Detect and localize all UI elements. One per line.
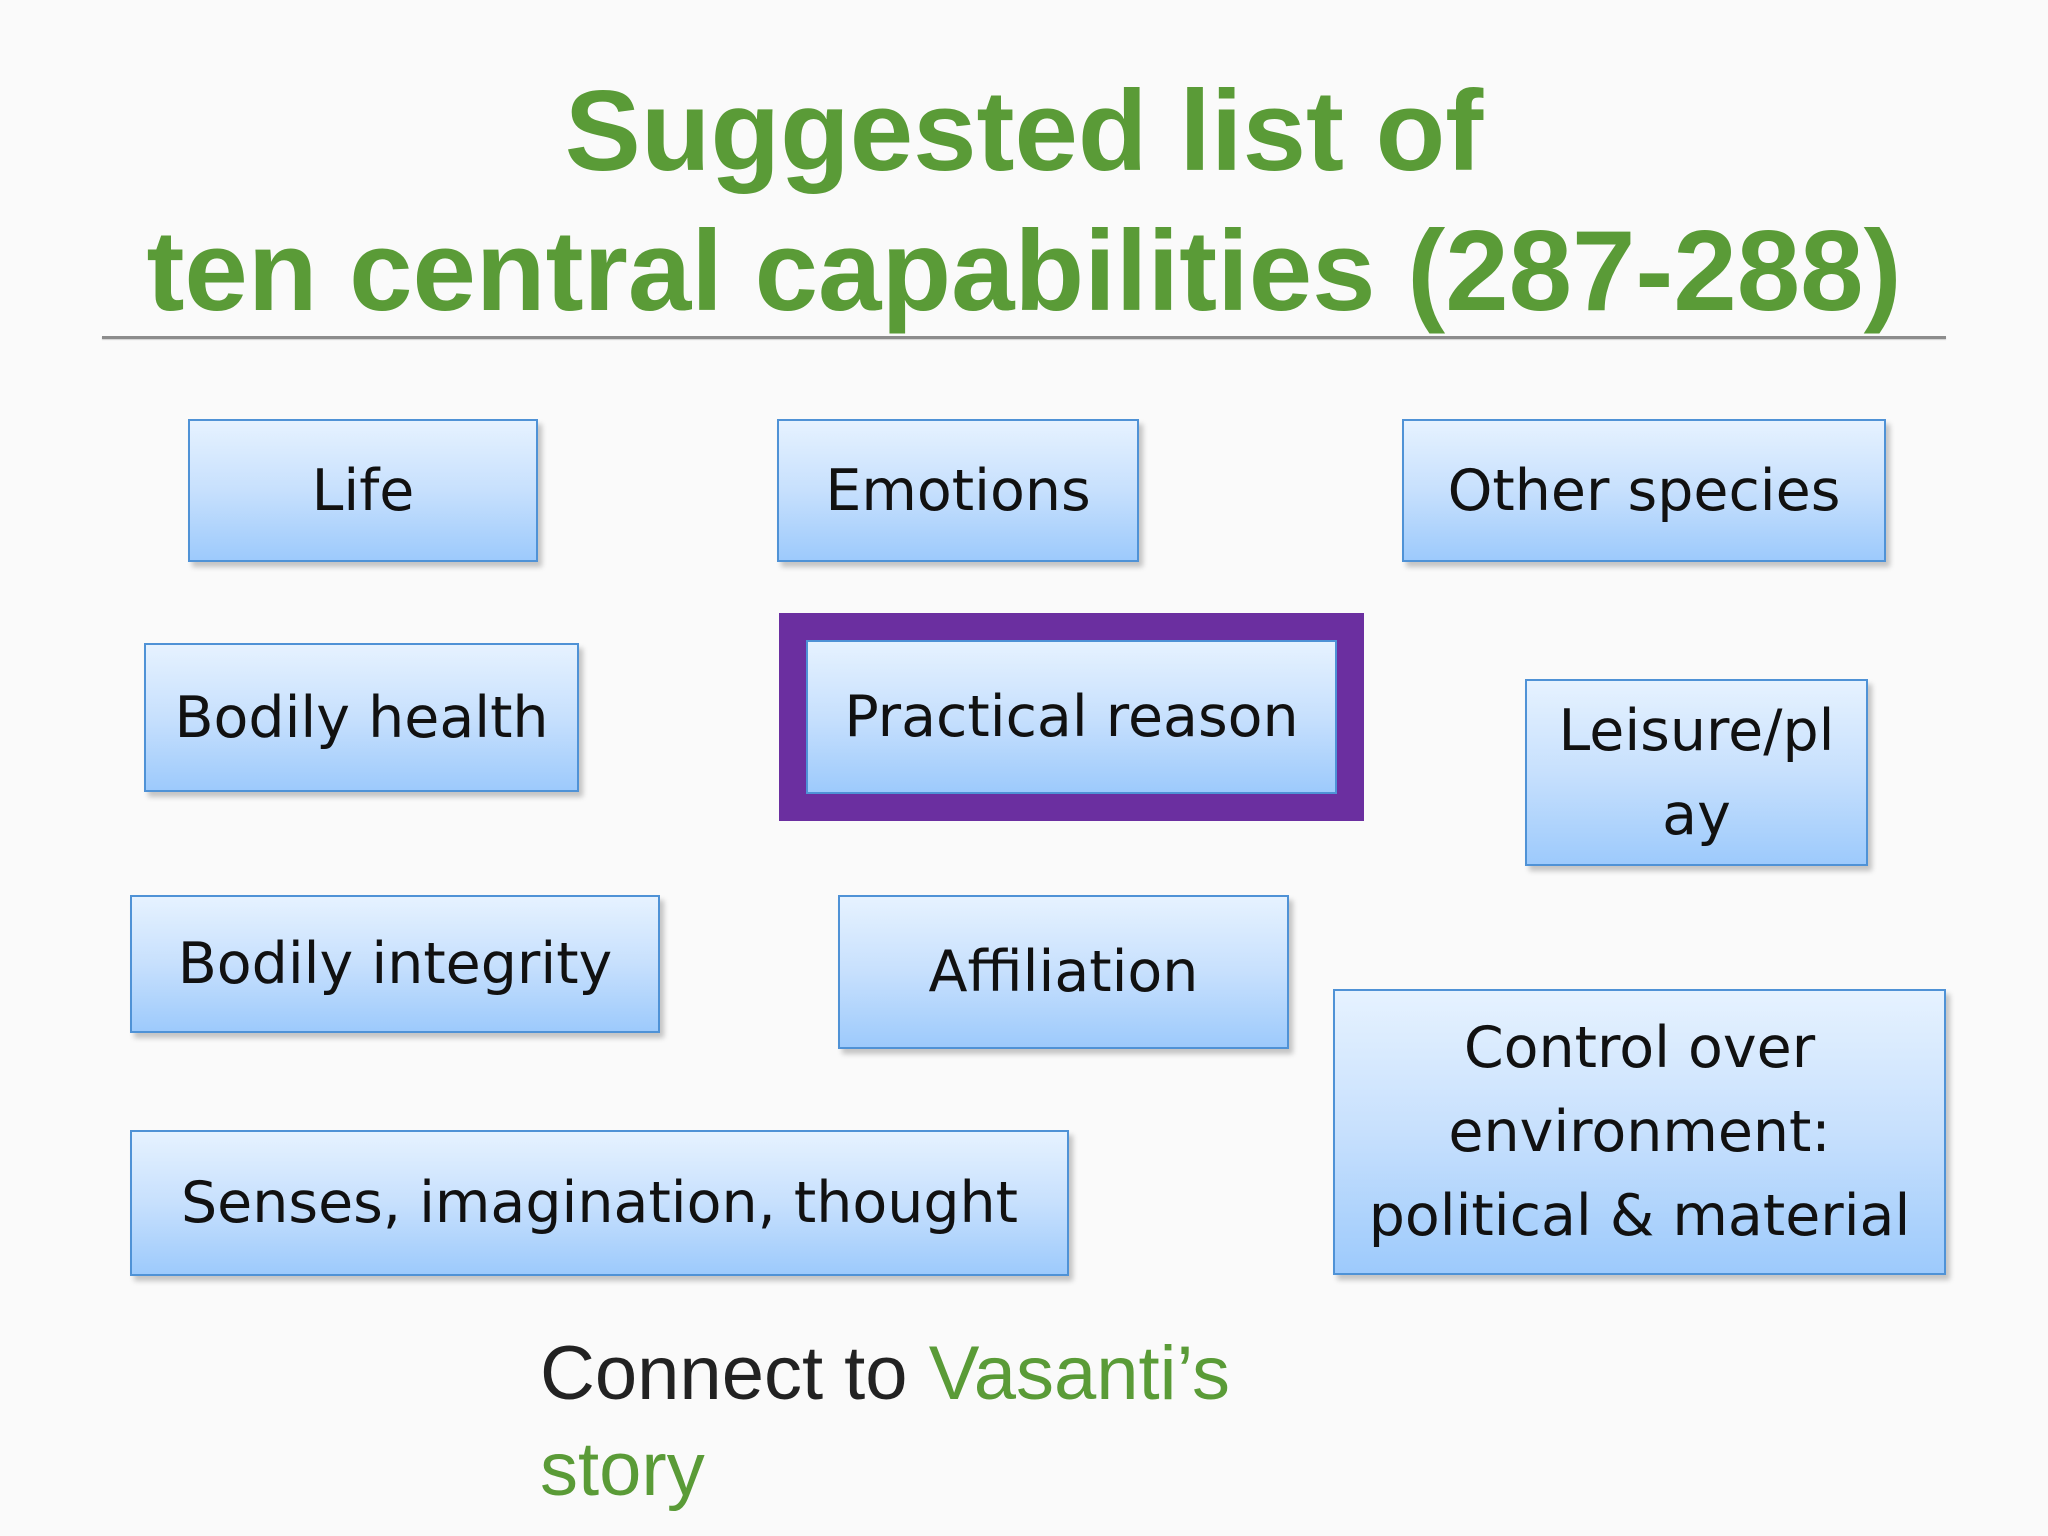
connect-prefix: Connect to bbox=[540, 1331, 929, 1416]
capability-bodily-health: Bodily health bbox=[144, 643, 579, 792]
capability-label-line-1: Leisure/pl bbox=[1558, 697, 1835, 764]
capability-senses-imagination-thought: Senses, imagination, thought bbox=[130, 1130, 1069, 1276]
connect-accent-line-1: Vasanti’s bbox=[928, 1331, 1231, 1416]
slide-title: Suggested list of ten central capabiliti… bbox=[0, 62, 2048, 342]
capability-label: Senses, imagination, thought bbox=[181, 1170, 1018, 1236]
capability-label-line-3: political & material bbox=[1368, 1183, 1911, 1249]
connect-note: Connect to Vasanti’s story bbox=[540, 1326, 1440, 1518]
capability-bodily-integrity: Bodily integrity bbox=[130, 895, 660, 1033]
capability-other-species: Other species bbox=[1402, 419, 1886, 562]
capability-emotions: Emotions bbox=[777, 419, 1139, 562]
capability-practical-reason: Practical reason bbox=[779, 613, 1364, 821]
capability-life: Life bbox=[188, 419, 538, 562]
connect-accent-line-2: story bbox=[540, 1427, 705, 1512]
capability-control-over-environment: Control over environment: political & ma… bbox=[1333, 989, 1946, 1275]
capability-label: Bodily health bbox=[174, 684, 549, 751]
capability-label: Life bbox=[311, 457, 415, 524]
capability-affiliation: Affiliation bbox=[838, 895, 1289, 1049]
capability-leisure-play: Leisure/pl ay bbox=[1525, 679, 1868, 866]
capability-label: Bodily integrity bbox=[177, 931, 613, 997]
title-line-1: Suggested list of bbox=[564, 68, 1484, 195]
capability-label: Other species bbox=[1447, 457, 1841, 524]
capability-label: Emotions bbox=[825, 457, 1091, 524]
title-line-2: ten central capabilities (287-288) bbox=[146, 208, 1902, 335]
capability-label-line-2: environment: bbox=[1448, 1099, 1831, 1165]
capability-label-line-1: Control over bbox=[1463, 1015, 1816, 1081]
capability-label: Affiliation bbox=[928, 939, 1199, 1005]
capability-label-line-2: ay bbox=[1662, 781, 1731, 848]
title-divider bbox=[102, 336, 1946, 339]
capability-label: Practical reason bbox=[844, 684, 1299, 750]
